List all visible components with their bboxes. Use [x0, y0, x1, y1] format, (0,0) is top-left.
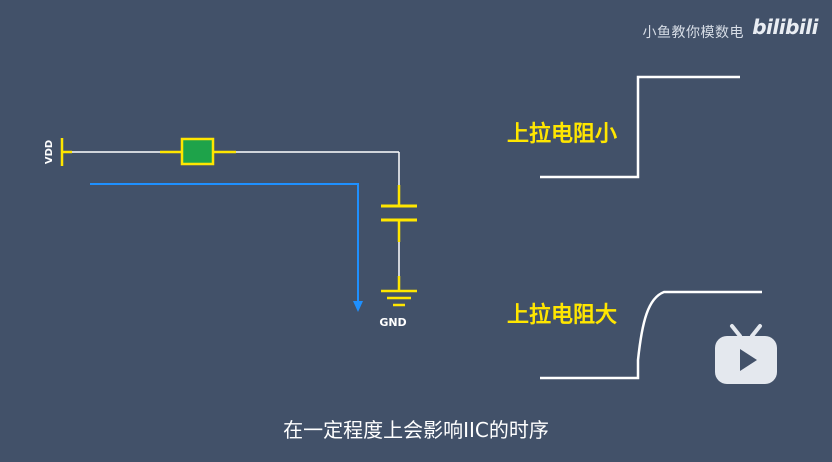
current-path-line	[90, 183, 359, 304]
video-subtitle: 在一定程度上会影响IIC的时序	[283, 418, 549, 442]
label-pullup-large: 上拉电阻大	[507, 302, 617, 328]
bilibili-tv-icon[interactable]	[712, 322, 780, 386]
label-pullup-small: 上拉电阻小	[507, 121, 617, 147]
vdd-label: VDD	[44, 140, 55, 164]
waveform-small-resistor	[540, 75, 740, 179]
gnd-label: GND	[379, 316, 406, 329]
pullup-resistor	[180, 137, 215, 166]
waveform-large-resistor	[540, 290, 762, 380]
bilibili-logo-watermark: bilibili	[752, 15, 818, 39]
current-path-arrowhead	[353, 301, 363, 312]
channel-watermark: 小鱼教你模数电	[642, 25, 744, 41]
